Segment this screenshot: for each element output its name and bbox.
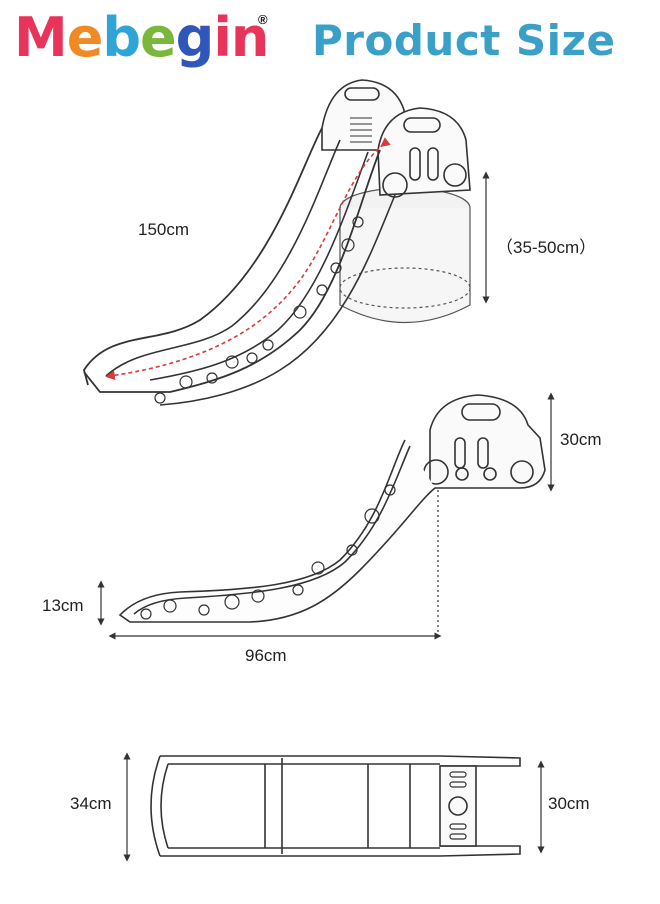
- brand-logo: Mebegin: [14, 6, 269, 70]
- page-title: Product Size: [312, 16, 616, 65]
- registered-mark: ®: [258, 12, 268, 27]
- slide-top-view: [123, 752, 545, 862]
- bottom-height-label: 13cm: [42, 596, 84, 615]
- slide-perspective-view: [83, 79, 490, 406]
- footprint-length-label: 96cm: [245, 646, 287, 665]
- logo-letter: g: [175, 6, 215, 69]
- logo-letter: b: [102, 6, 141, 69]
- slide-side-view: [97, 392, 555, 640]
- logo-letter: e: [66, 6, 104, 69]
- logo-letter: n: [230, 6, 269, 69]
- width-back-label: 30cm: [548, 794, 590, 813]
- length-label: 150cm: [138, 220, 190, 239]
- logo-letter: e: [140, 6, 177, 69]
- width-front-label: 34cm: [70, 794, 112, 813]
- height-range-label: （35-50cm）: [496, 238, 597, 257]
- logo-letter: i: [213, 6, 231, 69]
- top-height-label: 30cm: [560, 430, 602, 449]
- slide-path-line: [105, 137, 391, 381]
- logo-letter: M: [14, 6, 68, 69]
